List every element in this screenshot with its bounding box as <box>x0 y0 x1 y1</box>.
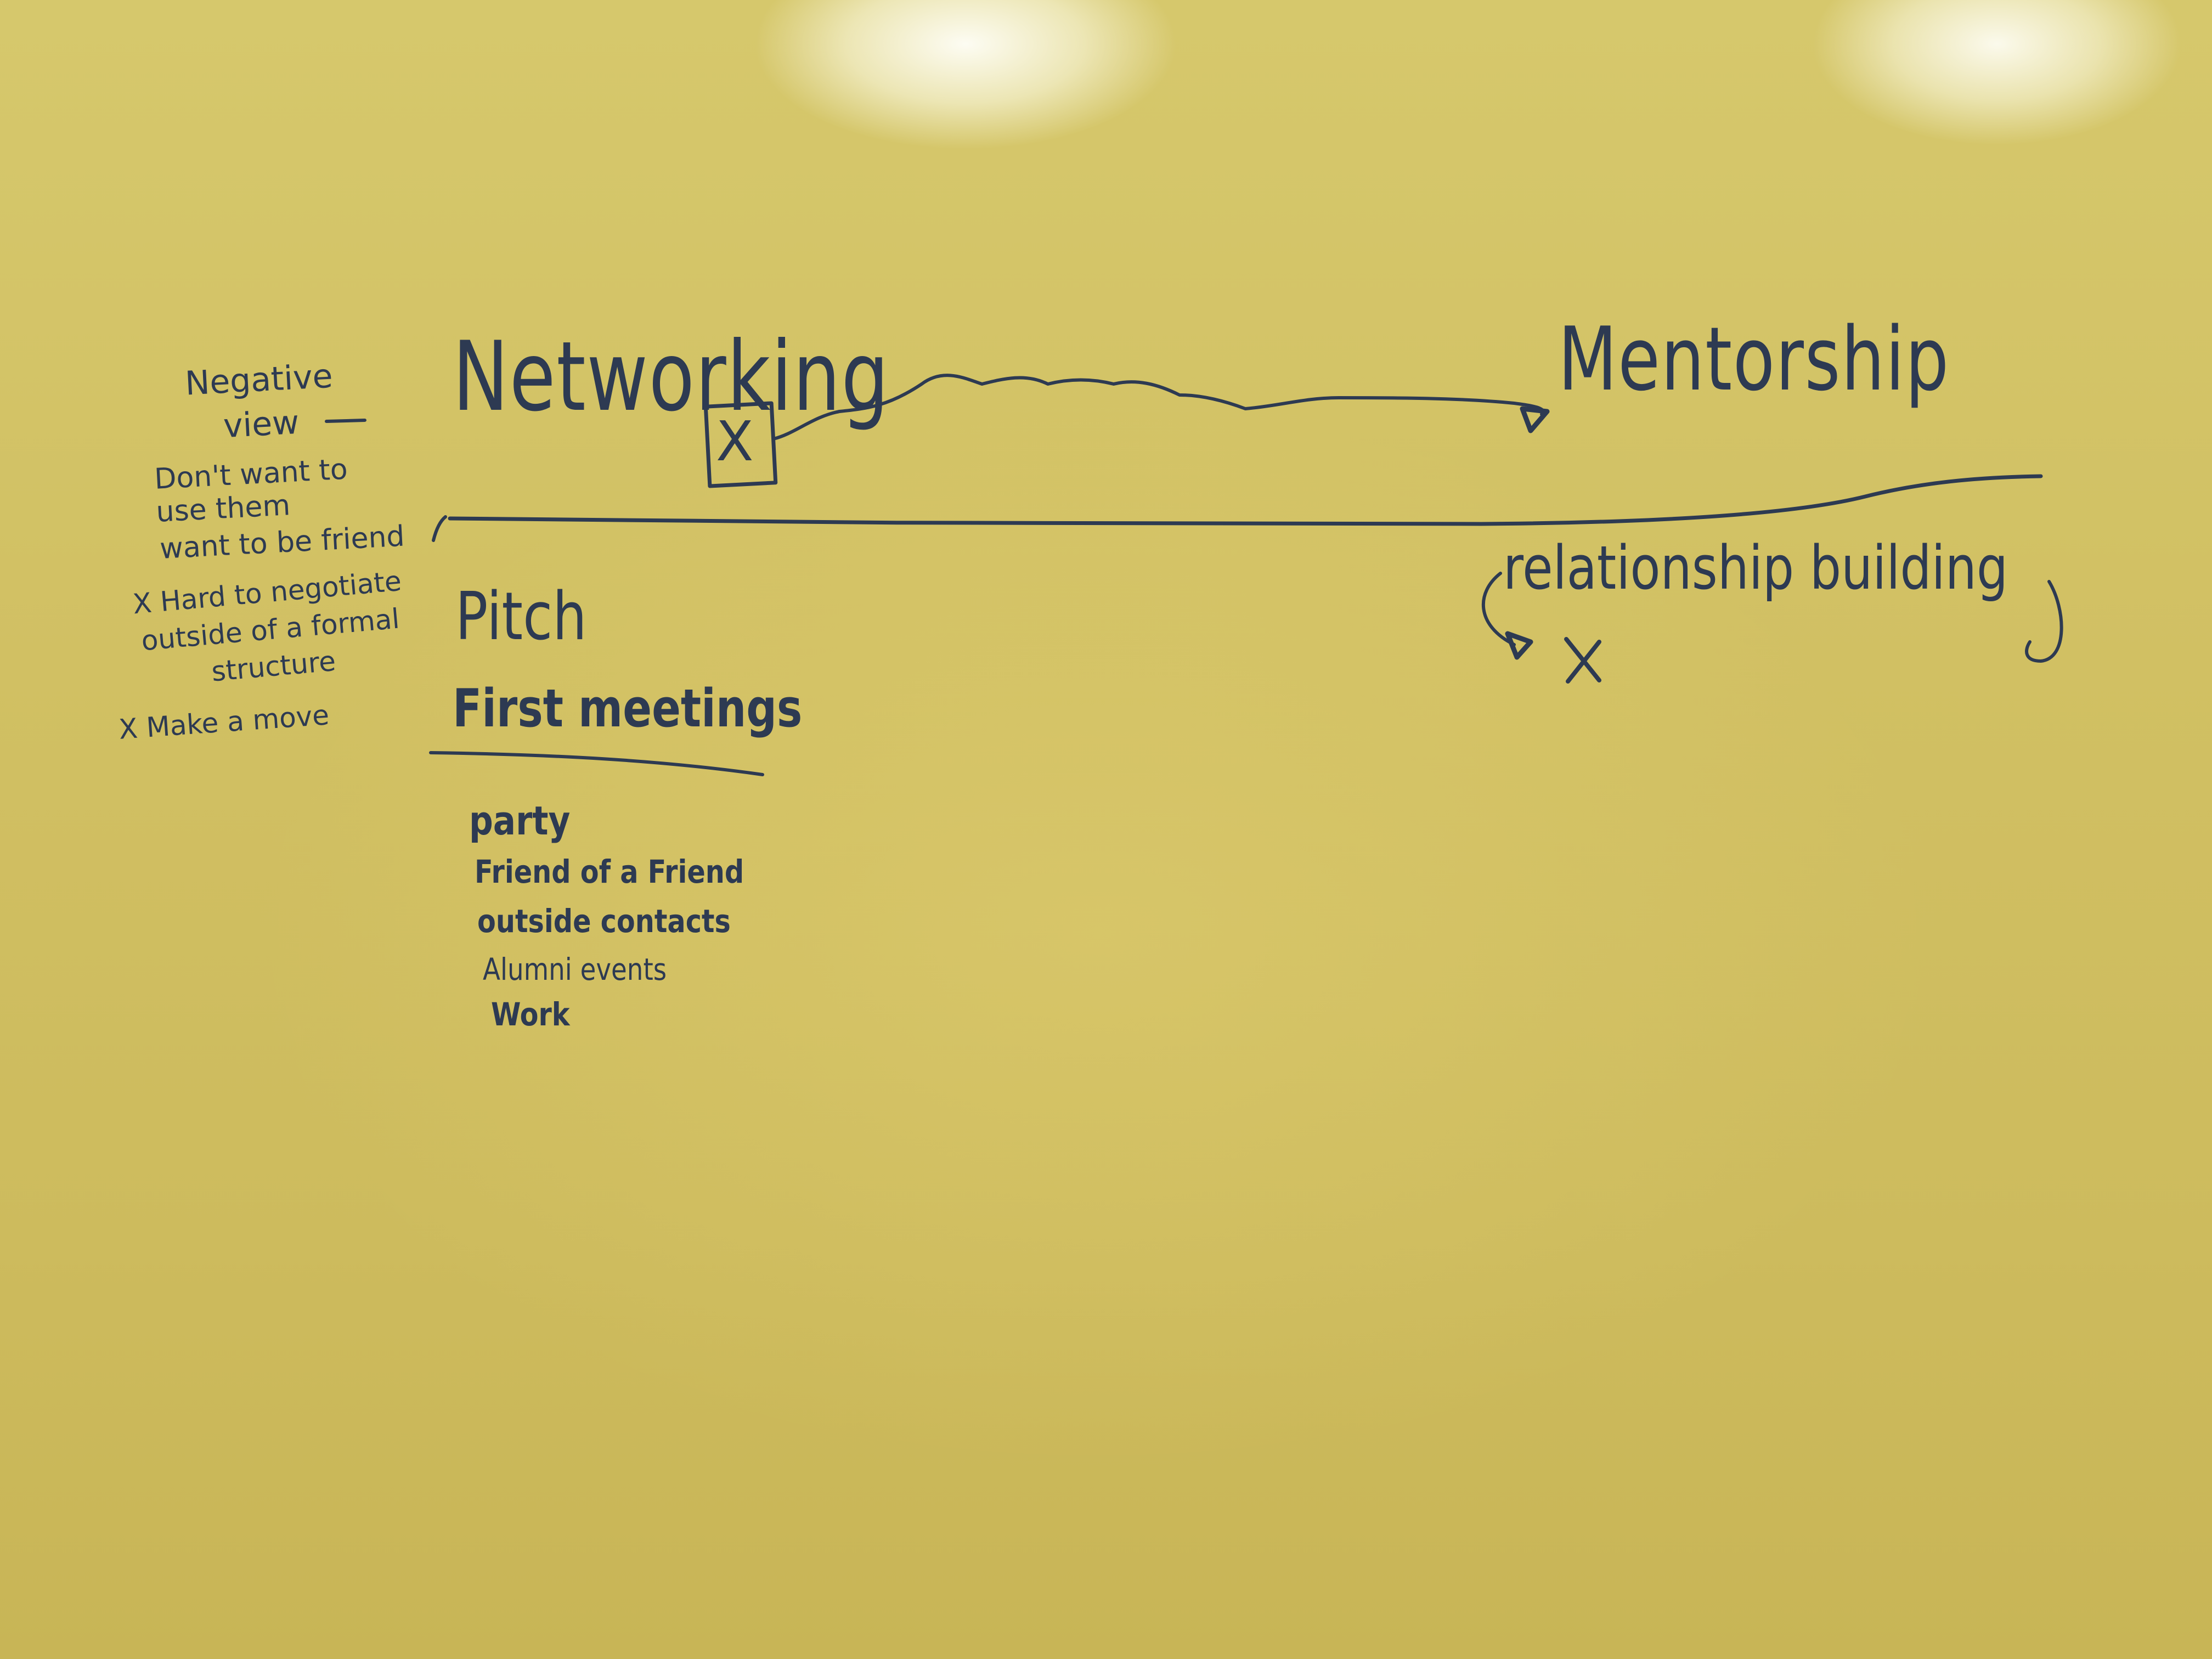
list-item-party: party <box>469 798 571 844</box>
note-want-friend-line: want to be friend <box>159 520 405 566</box>
first-meetings-underline <box>429 751 764 776</box>
timeline-line <box>448 474 2043 527</box>
tick-mark <box>432 515 447 542</box>
relationship-x-mark <box>1564 637 1601 684</box>
list-item-work: Work <box>491 996 570 1033</box>
networking-box-x: X <box>716 409 754 473</box>
note-point-negotiate: X Hard to negotiate outside of a formal … <box>131 565 403 688</box>
arrow-head <box>1520 406 1550 433</box>
label-first-meetings: First meetings <box>453 679 803 739</box>
list-item-alumni-events: Alumni events <box>483 952 667 987</box>
note-negative-heading: Negative view <box>184 357 334 446</box>
building-tail <box>2025 580 2063 663</box>
label-pitch: Pitch <box>455 579 587 655</box>
list-item-friend-of-friend: Friend of a Friend <box>475 853 744 890</box>
note-dont-want-line: Don't want to use them <box>153 453 349 529</box>
heading-mentorship: Mentorship <box>1558 308 1950 410</box>
label-relationship-building: relationship building <box>1503 533 2008 603</box>
relationship-arrow-head <box>1505 631 1533 660</box>
heading-networking: Networking <box>453 321 890 433</box>
note-point-make-move: X Make a move <box>117 699 330 746</box>
list-item-outside-contacts: outside contacts <box>477 902 731 940</box>
